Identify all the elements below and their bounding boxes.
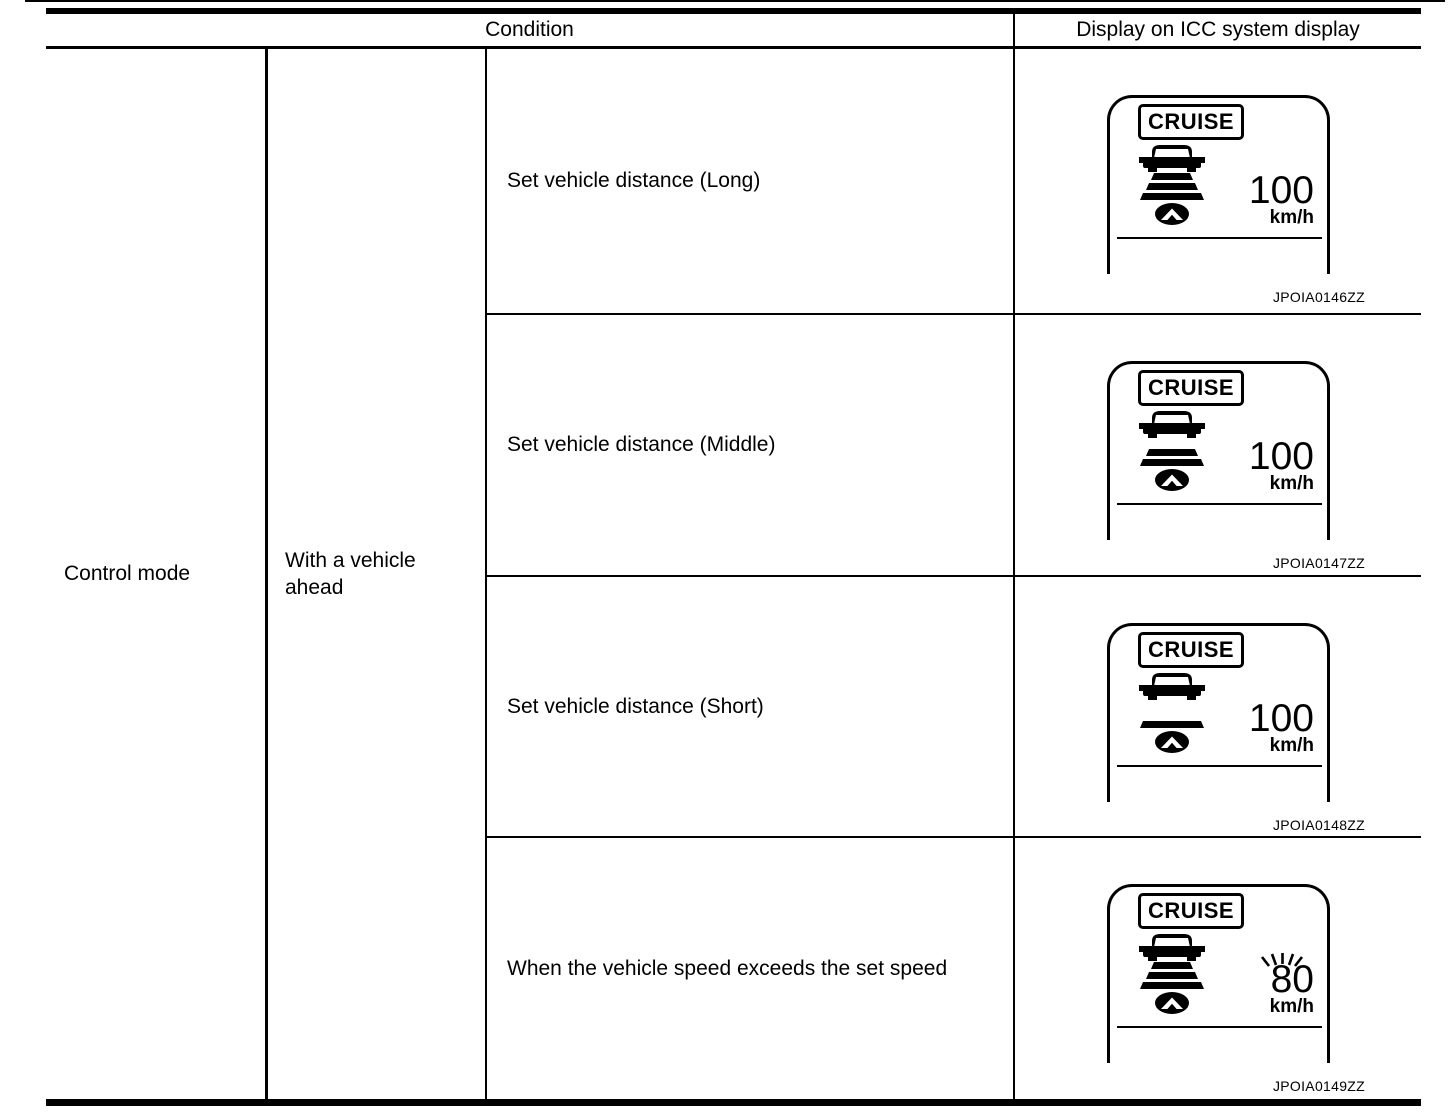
table-body: Control mode With a vehicle ahead Set ve…	[46, 49, 1421, 1106]
car-rear-icon	[1139, 673, 1205, 700]
display-divider-line	[1117, 1026, 1322, 1028]
vehicle-distance-icon	[1139, 411, 1205, 491]
condition-text: When the vehicle speed exceeds the set s…	[507, 956, 948, 980]
speed-unit-label: km/h	[1269, 735, 1314, 756]
speed-unit-label: km/h	[1269, 473, 1314, 494]
cruise-indicator: CRUISE	[1138, 104, 1244, 140]
header-display-label: Display on ICC system display	[1076, 18, 1360, 41]
cruise-label: CRUISE	[1147, 637, 1235, 662]
icc-display-table: Condition Display on ICC system display …	[46, 8, 1421, 1106]
condition-cell-exceed-speed: When the vehicle speed exceeds the set s…	[487, 838, 1015, 1099]
cruise-indicator: CRUISE	[1138, 632, 1244, 668]
display-divider-line	[1117, 503, 1322, 505]
cruise-label: CRUISE	[1147, 898, 1235, 923]
chevron-up-oval-icon	[1155, 469, 1189, 491]
cruise-indicator: CRUISE	[1138, 893, 1244, 929]
table-header-row: Condition Display on ICC system display	[46, 8, 1421, 49]
display-divider-line	[1117, 237, 1322, 239]
display-bezel: CRUISE	[1107, 95, 1330, 274]
condition-text: Set vehicle distance (Short)	[507, 694, 764, 718]
figure-code-label: JPOIA0146ZZ	[1272, 289, 1365, 305]
header-condition: Condition	[46, 14, 1015, 46]
car-rear-icon	[1139, 411, 1205, 438]
vehicle-distance-icon	[1139, 934, 1205, 1014]
set-distance-bars-icon	[1140, 449, 1204, 466]
header-condition-label: Condition	[485, 18, 574, 41]
figure-code-label: JPOIA0149ZZ	[1272, 1078, 1365, 1094]
set-distance-bars-icon	[1140, 721, 1204, 728]
car-rear-icon	[1139, 145, 1205, 172]
page-top-rule	[25, 0, 1445, 2]
display-cell-short: CRUISE	[1015, 577, 1421, 838]
control-mode-label: Control mode	[64, 562, 191, 585]
cruise-label: CRUISE	[1147, 109, 1235, 134]
condition-text: Set vehicle distance (Middle)	[507, 433, 776, 456]
condition-cell-long: Set vehicle distance (Long)	[487, 49, 1015, 315]
speed-unit-label: km/h	[1269, 996, 1314, 1017]
car-rear-icon	[1139, 934, 1205, 961]
set-speed-value: 100	[1248, 169, 1314, 212]
condition-cell-middle: Set vehicle distance (Middle)	[487, 315, 1015, 577]
display-bezel: CRUISE	[1107, 623, 1330, 802]
display-cell-long: CRUISE	[1015, 49, 1421, 315]
set-speed-value: 100	[1248, 435, 1314, 478]
figure-code-label: JPOIA0148ZZ	[1272, 817, 1365, 833]
display-cell-exceed-speed: CRUISE	[1015, 838, 1421, 1099]
condition-cell-short: Set vehicle distance (Short)	[487, 577, 1015, 838]
display-bezel: CRUISE	[1107, 361, 1330, 540]
display-cell-middle: CRUISE	[1015, 315, 1421, 577]
cell-control-mode: Control mode	[46, 49, 268, 1099]
set-distance-bars-icon	[1140, 962, 1204, 989]
chevron-up-oval-icon	[1155, 203, 1189, 225]
condition-text: Set vehicle distance (Long)	[507, 169, 761, 192]
set-speed-value: 100	[1248, 697, 1314, 740]
chevron-up-oval-icon	[1155, 731, 1189, 753]
with-vehicle-ahead-label: With a vehicle ahead	[285, 549, 416, 599]
vehicle-distance-icon	[1139, 145, 1205, 225]
set-distance-bars-icon	[1140, 173, 1204, 200]
flash-rays-icon	[1260, 953, 1304, 967]
chevron-up-oval-icon	[1155, 992, 1189, 1014]
set-speed-value: 80	[1270, 958, 1314, 1001]
header-display: Display on ICC system display	[1015, 14, 1421, 46]
display-bezel: CRUISE	[1107, 884, 1330, 1063]
vehicle-distance-icon	[1139, 673, 1205, 753]
cruise-indicator: CRUISE	[1138, 370, 1244, 406]
cruise-label: CRUISE	[1147, 375, 1235, 400]
cell-with-vehicle-ahead: With a vehicle ahead	[268, 49, 487, 1099]
figure-code-label: JPOIA0147ZZ	[1272, 555, 1365, 571]
display-divider-line	[1117, 765, 1322, 767]
speed-unit-label: km/h	[1269, 207, 1314, 228]
